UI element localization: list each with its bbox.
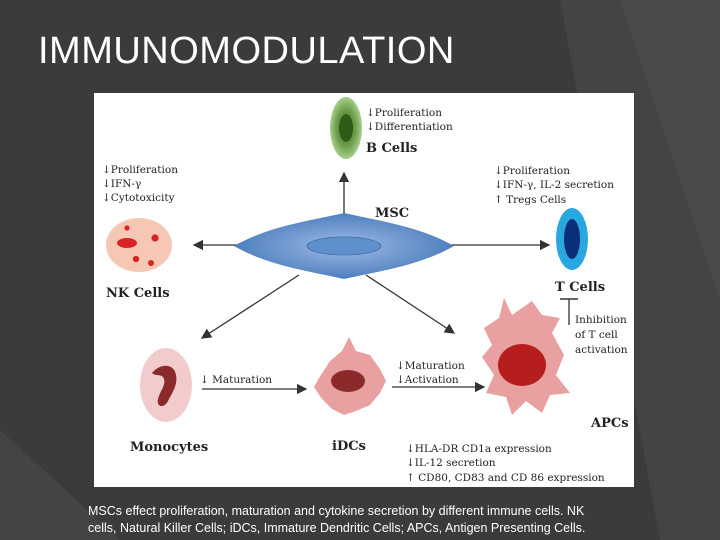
apcs-label: APCs (590, 416, 629, 431)
idc-effect-1: ↓Maturation (396, 360, 465, 372)
figure-caption: MSCs effect proliferation, maturation an… (88, 503, 688, 537)
apc-effect-2: ↓IL-12 secretion (406, 457, 496, 469)
t-effect-2: ↓IFN-γ, IL-2 secretion (494, 179, 614, 191)
b-cell (330, 97, 362, 159)
idc-cell (314, 337, 386, 415)
nk-effect-2: ↓IFN-γ (102, 178, 141, 190)
t-cells-text: ↓Proliferation ↓IFN-γ, IL-2 secretion ↑ … (494, 165, 614, 295)
inhibition-line-3: activation (575, 344, 628, 356)
b-cells-text: ↓Proliferation ↓Differentiation B Cells (366, 107, 453, 156)
apcs-text: APCs ↓HLA-DR CD1a expression ↓IL-12 secr… (406, 416, 629, 484)
idcs-label: iDCs (332, 439, 366, 454)
monocyte-effect: ↓ Maturation (200, 374, 272, 386)
nk-effect-1: ↓Proliferation (102, 164, 178, 176)
arrow-to-monocytes (200, 274, 300, 339)
b-cells-effect-2: ↓Differentiation (366, 121, 453, 133)
monocytes-text: ↓ Maturation Monocytes (130, 374, 272, 455)
t-cell (556, 208, 588, 270)
immunomodulation-figure: MSC ↓Proliferation ↓Differentiation B Ce… (94, 93, 634, 487)
immunomodulation-diagram: MSC ↓Proliferation ↓Differentiation B Ce… (102, 97, 629, 484)
apc-effect-3: ↑ CD80, CD83 and CD 86 expression (406, 472, 605, 484)
t-cells-label: T Cells (555, 280, 605, 295)
caption-line-1: MSCs effect proliferation, maturation an… (88, 504, 585, 518)
t-effect-1: ↓Proliferation (494, 165, 570, 177)
idcs-text: ↓Maturation ↓Activation iDCs (332, 360, 465, 454)
apc-inhibition-text: Inhibition of T cell activation (575, 314, 628, 356)
arrow-to-apcs (365, 274, 456, 334)
b-cells-label: B Cells (366, 141, 417, 156)
msc-label: MSC (375, 206, 409, 221)
nk-cells-label: NK Cells (106, 286, 170, 301)
t-effect-3: ↑ Tregs Cells (494, 194, 566, 206)
arrows (192, 171, 578, 395)
monocyte-cell (140, 348, 192, 422)
monocytes-label: Monocytes (130, 440, 208, 455)
inhibition-line-1: Inhibition (575, 314, 627, 326)
idc-effect-2: ↓Activation (396, 374, 459, 386)
inhibition-line-2: of T cell (575, 329, 618, 341)
nk-cells-text: ↓Proliferation ↓IFN-γ ↓Cytotoxicity NK C… (102, 164, 178, 301)
b-cells-effect-1: ↓Proliferation (366, 107, 442, 119)
apc-cell (482, 298, 570, 415)
nk-cell (106, 218, 172, 272)
msc-cell (234, 213, 454, 279)
caption-line-2: cells, Natural Killer Cells; iDCs, Immat… (88, 521, 586, 535)
slide-title: IMMUNOMODULATION (38, 30, 455, 72)
nk-effect-3: ↓Cytotoxicity (102, 192, 175, 204)
center-label-group: MSC (375, 206, 409, 221)
apc-effect-1: ↓HLA-DR CD1a expression (406, 443, 552, 455)
